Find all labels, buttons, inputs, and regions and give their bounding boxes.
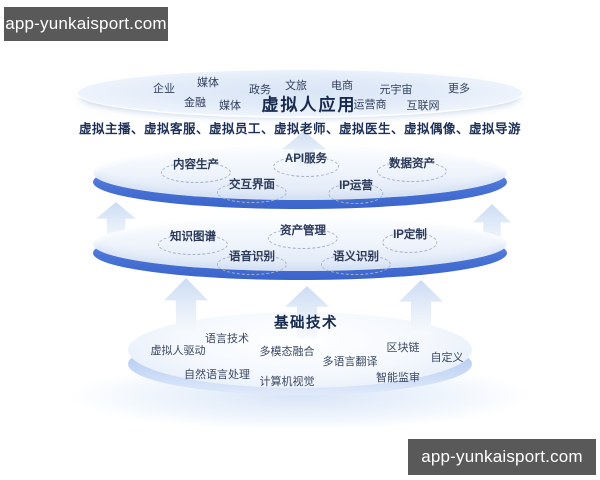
- capability-tag: IP定制: [388, 226, 432, 242]
- foundation-item: 多语言翻译: [322, 356, 378, 368]
- foundation-item: 智能监审: [376, 372, 420, 384]
- foundation-item: 自然语言处理: [184, 369, 250, 381]
- industry-label: 运营商: [353, 99, 387, 111]
- foundation-item: 区块链: [386, 342, 420, 354]
- platform-tag: 数据资产: [384, 155, 440, 171]
- platform-tag: IP运营: [334, 177, 378, 193]
- industry-label: 媒体: [197, 77, 219, 89]
- industry-label: 文旅: [285, 80, 307, 92]
- industry-label: 媒体: [219, 100, 241, 112]
- industry-label: 电商: [331, 80, 353, 92]
- foundation-item: 计算机视觉: [259, 376, 315, 388]
- applications-ellipse: [78, 70, 522, 116]
- foundation-item: 多模态融合: [259, 346, 315, 358]
- capability-tag: 知识图谱: [165, 228, 221, 244]
- watermark-top-left: app-yunkaisport.com: [4, 7, 168, 41]
- capability-tag: 语音识别: [224, 248, 280, 264]
- watermark-bottom-right: app-yunkaisport.com: [408, 439, 596, 475]
- virtual-roles-row: 虚拟主播、虚拟客服、虚拟员工、虚拟老师、虚拟医生、虚拟偶像、虚拟导游: [78, 122, 521, 136]
- foundation-item: 虚拟人驱动: [150, 345, 206, 357]
- applications-title: 虚拟人应用: [261, 95, 357, 115]
- industry-label: 互联网: [406, 100, 440, 112]
- capability-tag: 资产管理: [275, 222, 331, 238]
- foundation-title: 基础技术: [274, 315, 338, 332]
- platform-tag: 交互界面: [224, 176, 280, 192]
- industry-label: 元宇宙: [379, 84, 413, 96]
- capability-tag: 语义识别: [328, 248, 384, 264]
- industry-label: 更多: [448, 83, 470, 95]
- industry-label: 金融: [184, 97, 206, 109]
- foundation-item: 自定义: [430, 352, 464, 364]
- industry-label: 政务: [249, 84, 271, 96]
- platform-tag: 内容生产: [168, 156, 224, 172]
- foundation-item: 语言技术: [205, 333, 249, 345]
- industry-label: 企业: [153, 83, 175, 95]
- platform-tag: API服务: [280, 150, 332, 166]
